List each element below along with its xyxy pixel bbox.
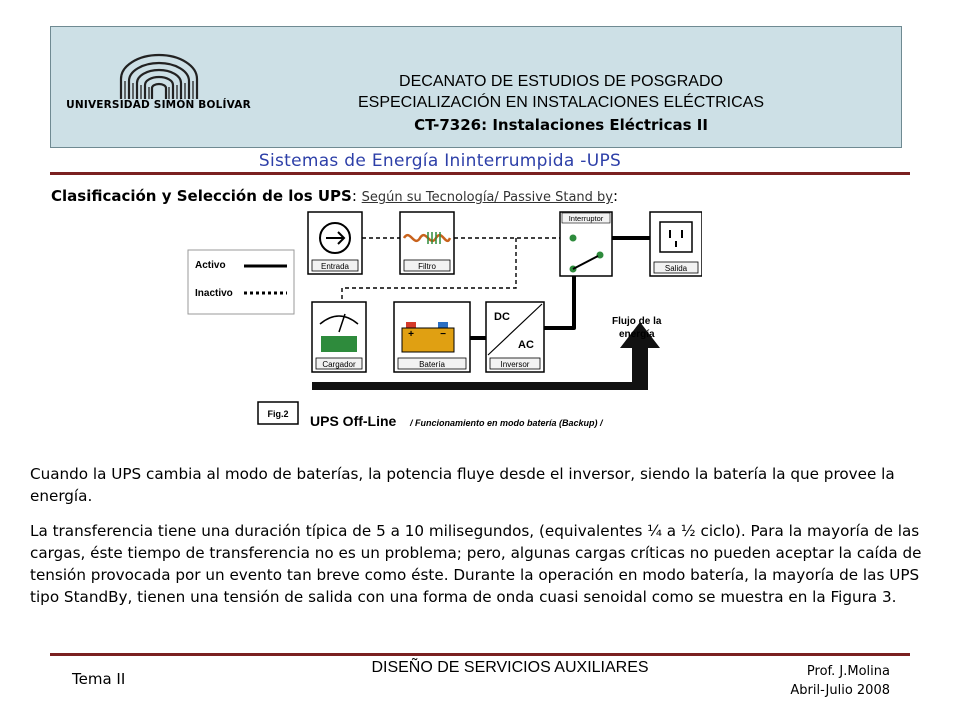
flow-label-2: energía	[619, 329, 655, 340]
subtitle-underlined: Según su Tecnología/ Passive Stand by	[361, 190, 613, 205]
block-inversor: DC AC Inversor	[485, 301, 545, 373]
energy-flow-arrow-icon	[312, 322, 660, 390]
block-filtro: Filtro	[399, 211, 455, 275]
figure-caption: Fig.2 UPS Off-Line / Funcionamiento en m…	[257, 401, 604, 429]
block-salida: Salida	[649, 211, 702, 277]
university-seal-icon	[119, 53, 199, 99]
subtitle-colon: :	[613, 187, 619, 205]
professor-name: Prof. J.Molina	[806, 664, 890, 679]
subtitle-bold: Clasificación y Selección de los UPS	[51, 187, 352, 205]
header-line-2: ESPECIALIZACIÓN EN INSTALACIONES ELÉCTRI…	[357, 94, 765, 111]
university-name: UNIVERSIDAD SIMÓN BOLÍVAR	[66, 99, 251, 111]
subtitle-separator: :	[351, 187, 362, 205]
footer-professor: Prof. J.Molina Abril-Julio 2008	[760, 662, 890, 700]
bateria-label: Batería	[419, 360, 445, 369]
flow-label-1: Flujo de la	[612, 316, 662, 327]
battery-plus: +	[408, 329, 414, 340]
section-subtitle: Clasificación y Selección de los UPS: Se…	[51, 187, 618, 205]
salida-label: Salida	[665, 264, 688, 273]
block-bateria: + − Batería	[393, 301, 471, 373]
header-course-code: CT-7326: Instalaciones Eléctricas II	[414, 116, 708, 134]
fig-number: Fig.2	[267, 409, 288, 419]
top-divider	[50, 172, 910, 175]
legend: Activo Inactivo	[187, 249, 295, 315]
ac-label: AC	[518, 339, 534, 351]
legend-inactive-label: Inactivo	[195, 288, 233, 299]
bottom-divider	[50, 653, 910, 656]
legend-active-label: Activo	[195, 260, 226, 271]
filtro-label: Filtro	[418, 262, 436, 271]
block-cargador: Cargador	[311, 301, 367, 373]
footer-tema: Tema II	[72, 670, 126, 688]
block-entrada: Entrada	[307, 211, 363, 275]
paragraph-1: Cuando la UPS cambia al modo de baterías…	[30, 465, 895, 505]
cargador-label: Cargador	[322, 360, 356, 369]
battery-minus: −	[440, 329, 446, 340]
block-interruptor: Interruptor	[559, 211, 613, 277]
slide-title: Sistemas de Energía Ininterrumpida -UPS	[258, 151, 622, 171]
course-period: Abril-Julio 2008	[790, 683, 890, 698]
entrada-label: Entrada	[321, 262, 350, 271]
university-logo: UNIVERSIDAD SIMÓN BOLÍVAR	[61, 47, 256, 127]
header-line-1: DECANATO DE ESTUDIOS DE POSGRADO	[399, 73, 723, 90]
inversor-label: Inversor	[501, 360, 530, 369]
interruptor-label: Interruptor	[569, 214, 604, 223]
paragraph-2: La transferencia tiene una duración típi…	[30, 522, 922, 606]
header-banner: UNIVERSIDAD SIMÓN BOLÍVAR DECANATO DE ES…	[50, 26, 902, 148]
caption-main: UPS Off-Line	[310, 413, 397, 429]
dc-label: DC	[494, 311, 510, 323]
caption-rest: / Funcionamiento en modo batería (Backup…	[409, 418, 604, 428]
ups-offline-diagram: Activo Inactivo Flujo de la energía Entr…	[187, 211, 702, 429]
footer-course: DISEÑO DE SERVICIOS AUXILIARES	[371, 659, 649, 676]
